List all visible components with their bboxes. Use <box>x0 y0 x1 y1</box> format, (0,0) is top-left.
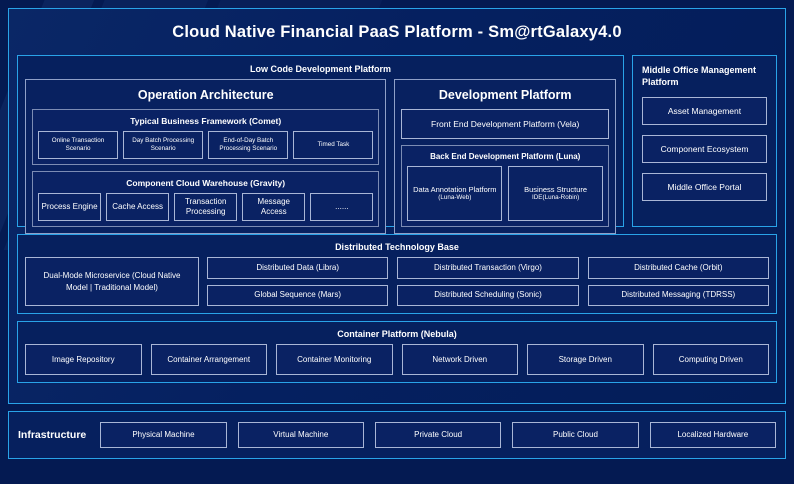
component-box[interactable]: Private Cloud <box>374 422 502 448</box>
component-box[interactable]: Image Repository <box>25 344 142 375</box>
component-box-more[interactable]: ...... <box>310 193 374 221</box>
typical-business-framework-items: Online Transaction Scenario Day Batch Pr… <box>38 131 374 159</box>
development-platform-stack: Front End Development Platform (Vela) Ba… <box>401 109 609 227</box>
component-box-label: Business Structure <box>524 184 588 194</box>
middle-office-item-asset-management[interactable]: Asset Management <box>642 97 767 126</box>
component-box[interactable]: Data Annotation Platform (Luna-Web) <box>407 166 503 221</box>
component-box[interactable]: Distributed Cache (Orbit) <box>587 257 769 279</box>
infrastructure-items: Physical Machine Virtual Machine Private… <box>100 422 776 448</box>
component-box[interactable]: Public Cloud <box>512 422 639 448</box>
middle-office-management-title: Middle Office Management Platform <box>642 65 757 88</box>
dual-mode-microservice-box[interactable]: Dual-Mode Microservice (Cloud Native Mod… <box>25 257 199 306</box>
component-box[interactable]: Online Transaction Scenario <box>38 131 119 159</box>
back-end-platform-group: Back End Development Platform (Luna) Dat… <box>401 145 609 227</box>
component-box[interactable]: Distributed Data (Libra) <box>207 257 389 279</box>
component-box[interactable]: End-of-Day Batch Processing Scenario <box>208 131 289 159</box>
component-box-sublabel: IDE(Luna-Robin) <box>531 194 580 202</box>
container-platform-items: Image Repository Container Arrangement C… <box>25 344 769 375</box>
low-code-platform-section: Low Code Development Platform Operation … <box>17 55 624 234</box>
component-cloud-warehouse-title: Component Cloud Warehouse (Gravity) <box>126 178 286 188</box>
component-box[interactable]: Network Driven <box>401 344 518 375</box>
container-platform-section: Container Platform (Nebula) Image Reposi… <box>17 321 777 383</box>
distributed-technology-base-title: Distributed Technology Base <box>335 242 459 252</box>
component-box[interactable]: Container Monitoring <box>276 344 393 375</box>
component-box[interactable]: Physical Machine <box>100 422 227 448</box>
component-box[interactable]: Distributed Messaging (TDRSS) <box>587 284 769 306</box>
distributed-technology-base-body: Dual-Mode Microservice (Cloud Native Mod… <box>25 257 769 306</box>
main-panel-body: Low Code Development Platform Operation … <box>9 55 785 403</box>
low-code-columns: Operation Architecture Typical Business … <box>25 79 616 234</box>
container-platform-title: Container Platform (Nebula) <box>337 329 457 339</box>
front-end-platform-box[interactable]: Front End Development Platform (Vela) <box>401 109 609 139</box>
development-platform-title: Development Platform <box>438 88 572 102</box>
page-title: Cloud Native Financial PaaS Platform - S… <box>172 23 622 41</box>
typical-business-framework-group: Typical Business Framework (Comet) Onlin… <box>32 109 380 165</box>
component-box-sublabel: (Luna-Web) <box>438 194 472 202</box>
back-end-platform-title: Back End Development Platform (Luna) <box>430 152 581 161</box>
component-box[interactable]: Timed Task <box>293 131 374 159</box>
component-box[interactable]: Computing Driven <box>652 344 769 375</box>
component-box[interactable]: Message Access <box>242 193 306 221</box>
infrastructure-section: Infrastructure Physical Machine Virtual … <box>8 411 786 459</box>
distributed-items-grid: Distributed Data (Libra) Distributed Tra… <box>207 257 769 306</box>
component-box[interactable]: Distributed Scheduling (Sonic) <box>397 284 579 306</box>
component-box[interactable]: Transaction Processing <box>174 193 238 221</box>
operation-architecture-title: Operation Architecture <box>137 88 274 102</box>
low-code-platform-title: Low Code Development Platform <box>249 64 392 74</box>
distributed-technology-base-section: Distributed Technology Base Dual-Mode Mi… <box>17 234 777 314</box>
component-box[interactable]: Virtual Machine <box>237 422 364 448</box>
component-box[interactable]: Business Structure IDE(Luna-Robin) <box>508 166 603 221</box>
component-box[interactable]: Distributed Transaction (Virgo) <box>397 257 579 279</box>
component-cloud-warehouse-group: Component Cloud Warehouse (Gravity) Proc… <box>32 171 380 227</box>
middle-office-item-middle-office-portal[interactable]: Middle Office Portal <box>642 173 767 202</box>
component-box[interactable]: Process Engine <box>38 193 102 221</box>
component-box[interactable]: Storage Driven <box>527 344 644 375</box>
infrastructure-label: Infrastructure <box>18 429 87 441</box>
component-box[interactable]: Container Arrangement <box>150 344 267 375</box>
component-box[interactable]: Global Sequence (Mars) <box>207 284 389 306</box>
component-box[interactable]: Cache Access <box>106 193 170 221</box>
component-cloud-warehouse-items: Process Engine Cache Access Transaction … <box>38 193 374 221</box>
operation-architecture-section: Operation Architecture Typical Business … <box>25 79 387 234</box>
top-row: Low Code Development Platform Operation … <box>17 55 777 234</box>
back-end-platform-items: Data Annotation Platform (Luna-Web) Busi… <box>407 166 603 221</box>
component-box-label: Data Annotation Platform <box>413 184 497 194</box>
middle-office-items: Asset Management Component Ecosystem Mid… <box>642 97 767 202</box>
main-platform-panel: Cloud Native Financial PaaS Platform - S… <box>8 8 786 404</box>
development-platform-section: Development Platform Front End Developme… <box>394 79 616 234</box>
component-box[interactable]: Day Batch Processing Scenario <box>123 131 204 159</box>
component-box[interactable]: Localized Hardware <box>649 422 776 448</box>
middle-office-management-section: Middle Office Management Platform Asset … <box>632 55 777 227</box>
middle-office-item-component-ecosystem[interactable]: Component Ecosystem <box>642 135 767 164</box>
typical-business-framework-title: Typical Business Framework (Comet) <box>130 116 282 126</box>
